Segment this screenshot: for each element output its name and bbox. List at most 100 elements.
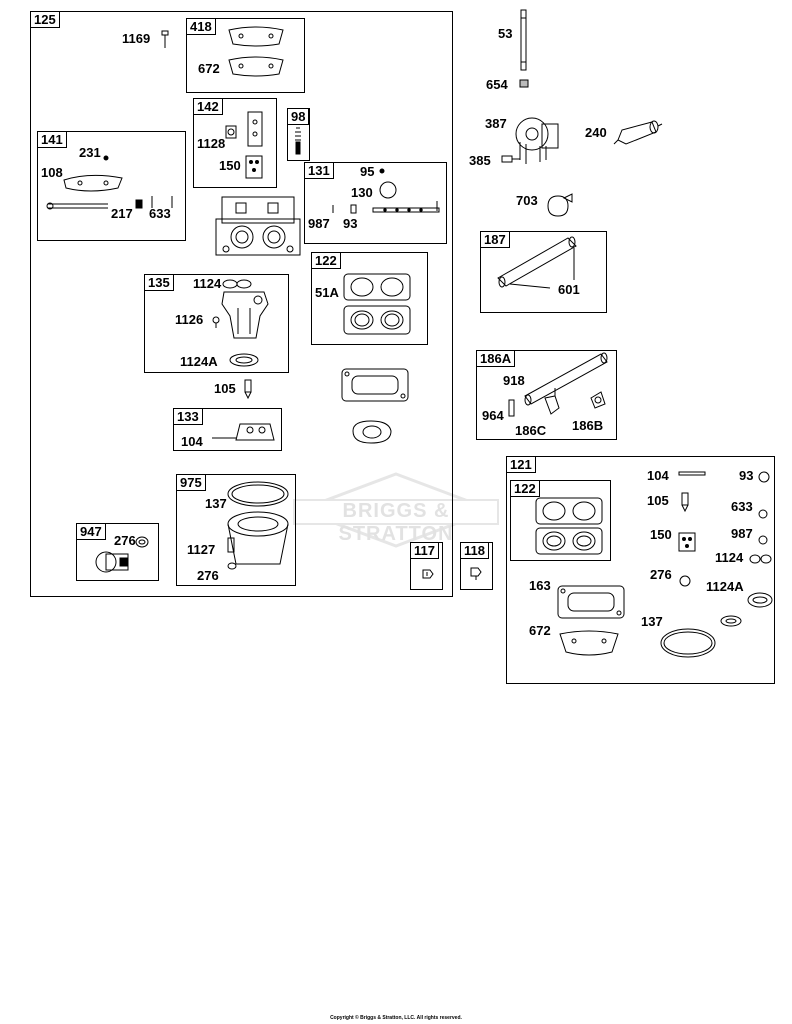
gasket-672-icon xyxy=(228,56,284,77)
part-label-672: 672 xyxy=(198,61,220,76)
group-box-141: 141 xyxy=(37,131,186,241)
part-label-150: 150 xyxy=(219,158,241,173)
group-box-98: 98 xyxy=(287,108,310,161)
part-label-93-kit: 93 xyxy=(739,468,754,483)
group-tag-975: 975 xyxy=(176,474,206,491)
float-bowl-975-icon xyxy=(227,481,289,570)
washer-small-icon xyxy=(720,615,742,627)
part-label-105-kit: 105 xyxy=(647,493,669,508)
group-tag-947: 947 xyxy=(76,523,106,540)
part-label-108: 108 xyxy=(41,165,63,180)
float-bowl-bracket-icon xyxy=(225,111,263,179)
group-tag-98: 98 xyxy=(287,108,310,125)
watermark-emblem-icon xyxy=(293,472,499,548)
screw-1169-icon xyxy=(161,30,169,48)
part-label-1169: 1169 xyxy=(122,31,151,46)
gasket-163-icon xyxy=(557,585,625,619)
washer-93-icon xyxy=(758,471,770,483)
part-label-703: 703 xyxy=(516,193,538,208)
group-box-418: 418 xyxy=(186,18,305,93)
group-tag-135: 135 xyxy=(144,274,174,291)
clip-633-icon xyxy=(758,509,768,519)
group-box-135: 135 xyxy=(144,274,289,373)
bowl-screw-118-icon xyxy=(470,567,482,580)
part-label-186c: 186C xyxy=(515,423,547,438)
stud-53-icon xyxy=(520,9,527,71)
part-label-93: 93 xyxy=(343,216,358,231)
part-label-964: 964 xyxy=(482,408,504,423)
part-label-633: 633 xyxy=(149,206,171,221)
copyright-footer: Copyright © Briggs & Stratton, LLC. All … xyxy=(330,1015,462,1021)
part-label-1124a-kit: 1124A xyxy=(706,579,744,594)
group-tag-117: 117 xyxy=(410,542,439,559)
part-label-105: 105 xyxy=(214,381,236,396)
insulator-gasket-icon xyxy=(352,420,392,444)
group-tag-133: 133 xyxy=(173,408,203,425)
part-label-1124: 1124 xyxy=(193,276,222,291)
part-label-150-kit: 150 xyxy=(650,527,672,542)
fuel-solenoid-947-icon xyxy=(95,536,149,573)
part-label-276: 276 xyxy=(197,568,219,583)
throttle-linkage-141-icon xyxy=(46,155,173,210)
o-ring-1124-icon xyxy=(749,554,772,564)
part-label-654: 654 xyxy=(486,77,508,92)
gasket-set-122-icon xyxy=(535,497,603,555)
group-tag-121: 121 xyxy=(506,456,536,473)
brand-watermark: BRIGGS & STRATTON xyxy=(292,470,500,550)
float-133-icon xyxy=(212,423,275,441)
pin-104-icon xyxy=(678,471,706,476)
drain-screw-117-icon xyxy=(422,569,434,579)
fuel-pump-387-icon xyxy=(501,117,559,164)
spacer-plate-icon xyxy=(341,368,409,402)
clamp-703-icon xyxy=(547,193,573,217)
part-label-672-kit: 672 xyxy=(529,623,551,638)
group-box-187: 187 xyxy=(480,231,607,313)
fuel-valve-135-icon xyxy=(212,279,269,367)
part-label-1127: 1127 xyxy=(187,542,216,557)
group-tag-187: 187 xyxy=(480,231,510,248)
washer-276-icon xyxy=(679,575,691,587)
part-label-918: 918 xyxy=(503,373,525,388)
part-label-130: 130 xyxy=(351,185,373,200)
group-tag-142: 142 xyxy=(193,98,223,115)
gasket-set-51a-icon xyxy=(343,273,411,335)
throttle-shaft-131-icon xyxy=(332,168,440,214)
fuel-hose-186a-icon xyxy=(508,352,608,417)
part-label-1126: 1126 xyxy=(175,312,204,327)
group-box-122-left: 122 xyxy=(311,252,428,345)
group-box-975: 975 xyxy=(176,474,296,586)
part-label-601: 601 xyxy=(558,282,580,297)
part-label-51a: 51A xyxy=(315,285,339,300)
part-label-1124-kit: 1124 xyxy=(715,550,744,565)
part-label-276-solenoid: 276 xyxy=(114,533,136,548)
group-tag-186a: 186A xyxy=(476,350,516,367)
group-tag-122-right: 122 xyxy=(510,480,540,497)
group-box-947: 947 xyxy=(76,523,159,581)
part-label-231: 231 xyxy=(79,145,101,160)
part-label-104: 104 xyxy=(181,434,203,449)
part-label-186b: 186B xyxy=(572,418,604,433)
group-box-125: 125 xyxy=(30,11,453,597)
part-label-276-kit: 276 xyxy=(650,567,672,582)
group-tag-141: 141 xyxy=(37,131,67,148)
part-label-987-kit: 987 xyxy=(731,526,753,541)
needle-105-icon xyxy=(244,379,252,400)
seal-150-icon xyxy=(678,532,696,552)
part-label-387: 387 xyxy=(485,116,507,131)
part-label-1124a: 1124A xyxy=(180,354,218,369)
gasket-418-icon xyxy=(228,26,284,47)
part-label-137-kit: 137 xyxy=(641,614,663,629)
idle-screw-98-icon xyxy=(295,127,301,155)
group-box-186a: 186A xyxy=(476,350,617,440)
group-tag-418: 418 xyxy=(186,18,216,35)
gasket-672-kit-icon xyxy=(559,630,619,656)
part-label-95: 95 xyxy=(360,164,375,179)
group-box-118: 118 xyxy=(460,542,493,590)
clip-987-icon xyxy=(758,535,768,545)
carburetor-body-icon xyxy=(215,196,301,256)
part-label-53: 53 xyxy=(498,26,513,41)
part-label-217: 217 xyxy=(111,206,133,221)
part-label-137: 137 xyxy=(205,496,227,511)
group-box-142: 142 xyxy=(193,98,277,188)
gasket-1124a-icon xyxy=(747,592,773,608)
